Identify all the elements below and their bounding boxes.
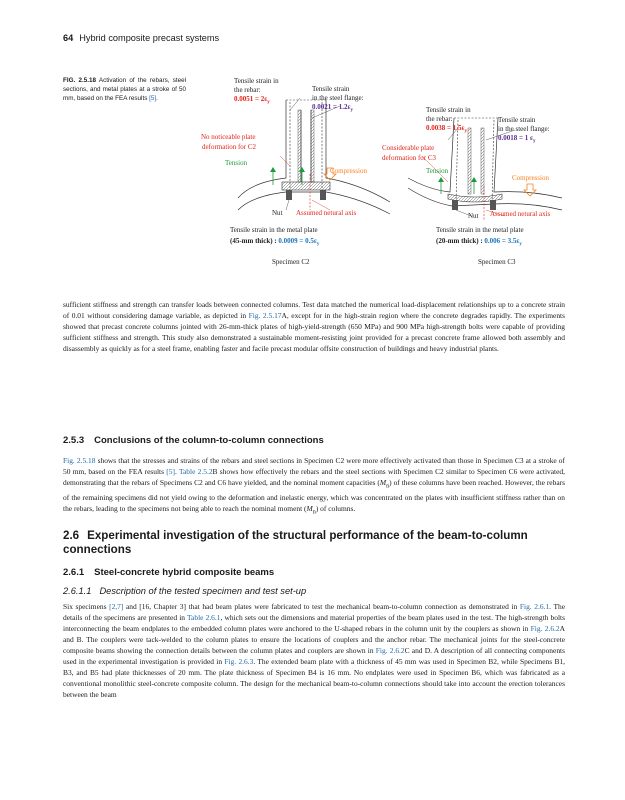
c2-specimen-label: Specimen C2 — [272, 258, 310, 266]
c2-drawing: Tensile strain in the rebar: 0.0051 = 2ε… — [201, 77, 391, 266]
c3-nut — [452, 200, 458, 210]
c2-plate-note-2: deformation for C2 — [202, 143, 257, 151]
c2-plate-label-2: (45-mm thick) : 0.0009 = 0.5εy — [230, 237, 320, 247]
c3-metal-plate — [447, 193, 503, 203]
c3-axis-label: Assumed netural axis — [490, 210, 551, 218]
c3-column-outline — [407, 117, 563, 199]
c2-nut-label: Nut — [272, 209, 283, 217]
page-number: 64 — [63, 33, 74, 43]
figure-diagram: Tensile strain in the rebar: 0.0051 = 2ε… — [201, 77, 563, 266]
fig-ref-link[interactable]: Fig. 2.6.1 — [519, 602, 550, 611]
c2-plate-label-1: Tensile strain in the metal plate — [230, 226, 318, 234]
caption-label: FIG. 2.5.18 — [63, 77, 96, 84]
figure-caption: FIG. 2.5.18 Activation of the rebars, st… — [63, 77, 187, 103]
c3-flange-value: 0.0018 = 1 εy — [498, 134, 536, 144]
caption-ref-link[interactable]: [5] — [149, 95, 157, 103]
fig-ref-link[interactable]: Fig. 2.5.17 — [248, 311, 282, 321]
c3-compression-label: Compression — [512, 174, 549, 182]
table-ref-link[interactable]: Table 2.6.1 — [187, 613, 221, 623]
fig-ref-link[interactable]: Fig. 2.6.3 — [224, 657, 254, 667]
c2-rebar-label-2: the rebar: — [234, 86, 261, 94]
paragraph-specimens: Six specimens [2,7] and [16, Chapter 3] … — [63, 602, 566, 700]
c3-drawing: Tensile strain in the rebar: 0.0038 = 1.… — [382, 106, 563, 266]
c3-compression-arrow — [523, 183, 537, 197]
c2-tension-label: Tension — [225, 159, 248, 167]
c2-axis-label: Assumed netural axis — [296, 209, 357, 217]
book-title: Hybrid composite precast systems — [79, 33, 220, 43]
running-header: 64 Hybrid composite precast systems — [63, 33, 219, 43]
c2-plate-note-1: No noticeable plate — [201, 133, 255, 141]
citation-link[interactable]: [5] — [166, 467, 175, 477]
fig-ref-link[interactable]: Fig. 2.6.2 — [375, 646, 405, 656]
c3-rebar-right — [491, 119, 495, 203]
c3-plate-label-1: Tensile strain in the metal plate — [436, 226, 524, 234]
c3-rebar-label-1: Tensile strain in — [426, 106, 471, 114]
c2-metal-plate — [281, 181, 331, 191]
c3-plate-label-2: (20-mm thick) : 0.006 = 3.5εy — [436, 237, 522, 247]
c2-compression-arrow — [323, 167, 337, 181]
c3-rebar-value: 0.0038 = 1.5εy — [426, 124, 467, 134]
paragraph-continuation: sufficient stiffness and strength can tr… — [63, 300, 566, 354]
fig-ref-link[interactable]: Fig. 2.6.2 — [530, 624, 560, 634]
c3-rebar-label-2: the rebar: — [426, 115, 453, 123]
c2-flange-label-1: Tensile strain — [312, 85, 350, 93]
c3-plate-note-1: Considerable plate — [382, 144, 434, 152]
caption-text: Activation of the rebars, steel sections… — [63, 77, 187, 103]
c2-flange-label-2: in the steel flange: — [312, 94, 364, 102]
c2-nut — [286, 190, 292, 200]
c2-flange-value: 0.0021 = 1.2εy — [312, 103, 353, 113]
c2-rebar-label-1: Tensile strain in — [234, 77, 279, 85]
table-ref-link[interactable]: Table 2.5.2 — [178, 467, 213, 477]
c3-rebar-left — [455, 119, 459, 203]
c3-specimen-label: Specimen C3 — [478, 258, 516, 266]
c2-rebar-value: 0.0051 = 2εy — [234, 95, 270, 105]
c2-compression-label: Compression — [330, 167, 367, 175]
c3-tension-label: Tension — [426, 167, 449, 175]
citation-link[interactable]: [2,7] — [109, 602, 124, 611]
fig-ref-link[interactable]: Fig. 2.5.18 — [63, 456, 96, 465]
c3-flange-label-2: in the steel flange: — [498, 125, 550, 133]
c3-plate-note-2: deformation for C3 — [382, 154, 437, 162]
c3-nut-label: Nut — [468, 212, 479, 220]
c2-column-outline — [237, 100, 391, 203]
paragraph-conclusions: Fig. 2.5.18 shows that the stresses and … — [63, 456, 566, 516]
c3-flange-label-1: Tensile strain — [498, 116, 536, 124]
